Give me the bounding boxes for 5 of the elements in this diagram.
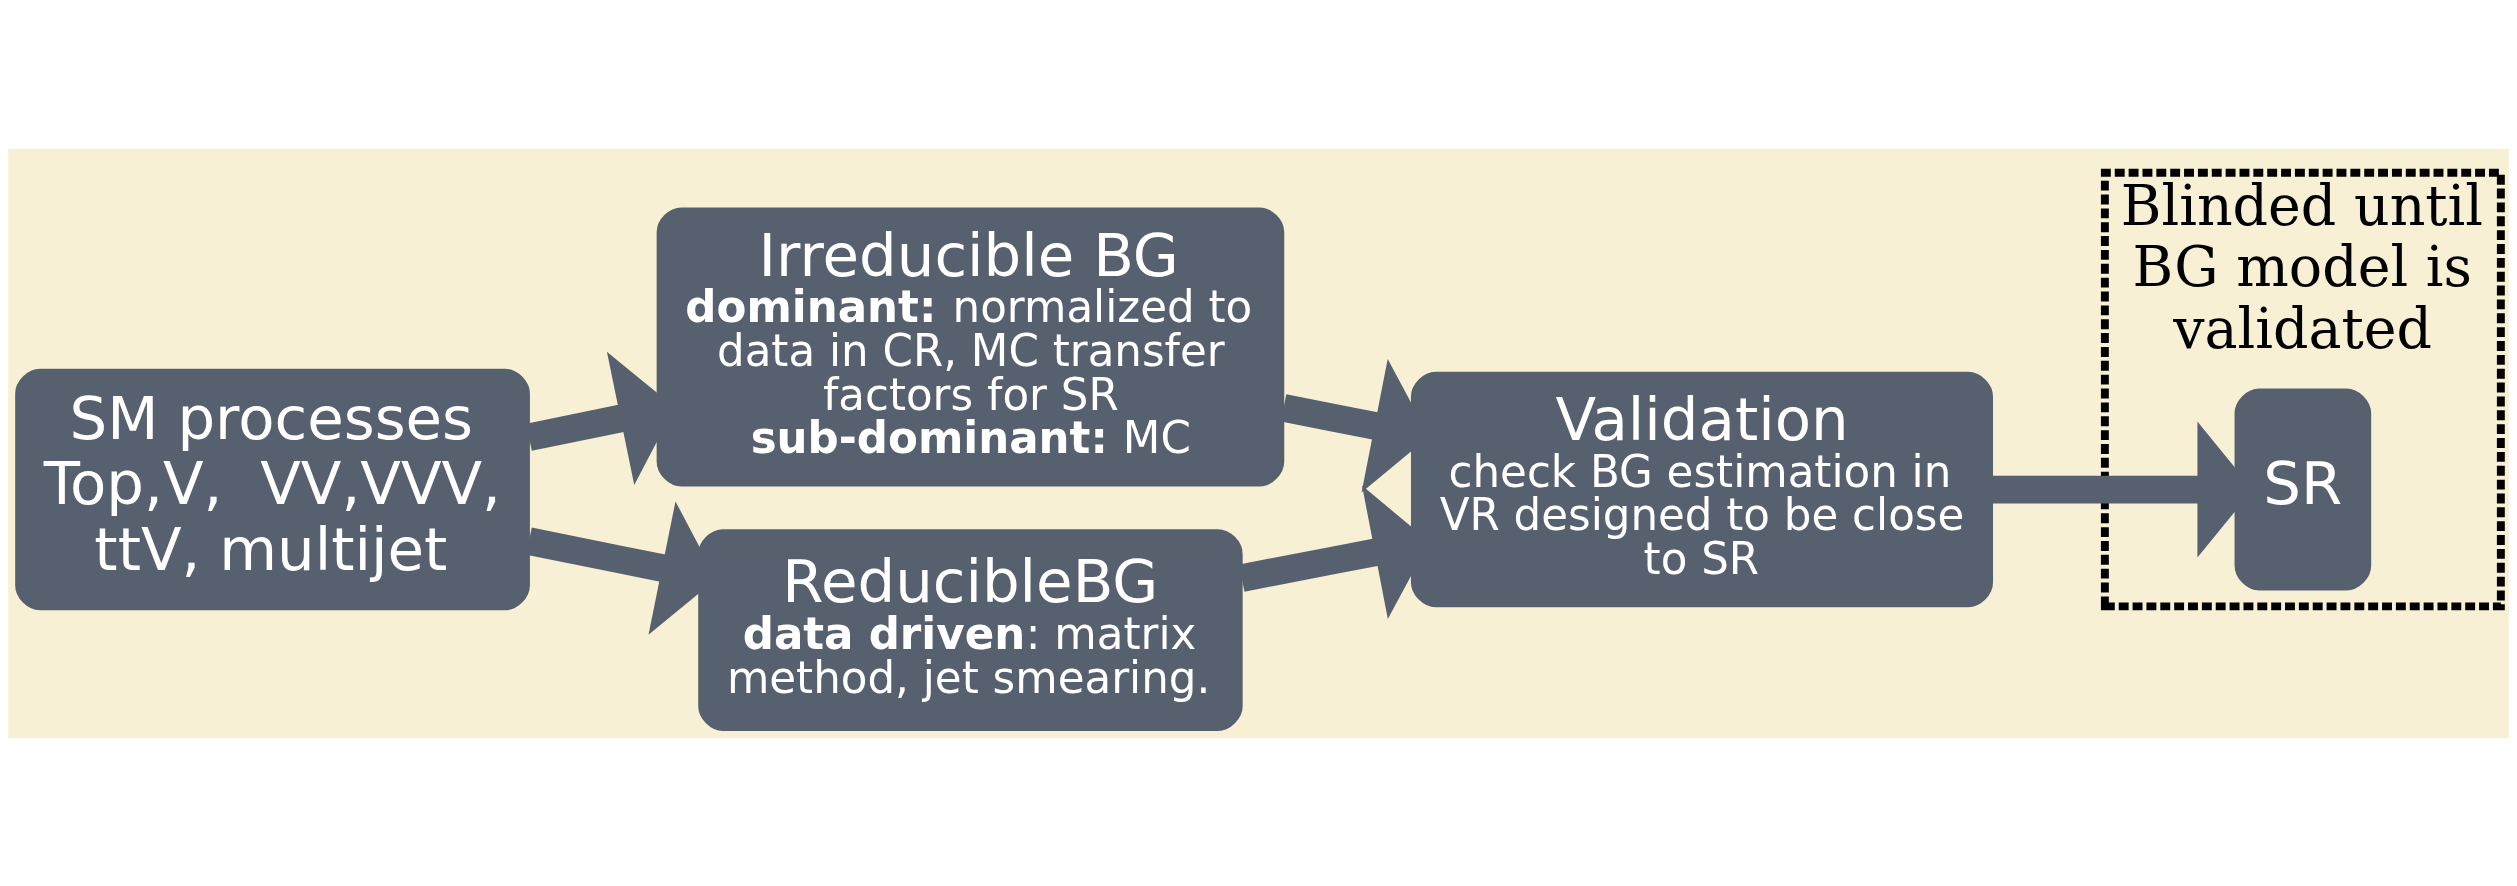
node-box: ReducibleBG data driven: matrix method, jet smearing. [698,528,1243,731]
node-box: Validation check BG estimation in VR designed to be close to SR [1410,371,1993,607]
node-box: SM processes Top,V, VV,VVV, ttV, multijet [15,368,530,610]
node-box: Irreducible BG dominant: normalized to data in CR, MC transfer factors for SR sub-dominant: MC [656,206,1285,487]
node-box: SR [2234,388,2372,590]
